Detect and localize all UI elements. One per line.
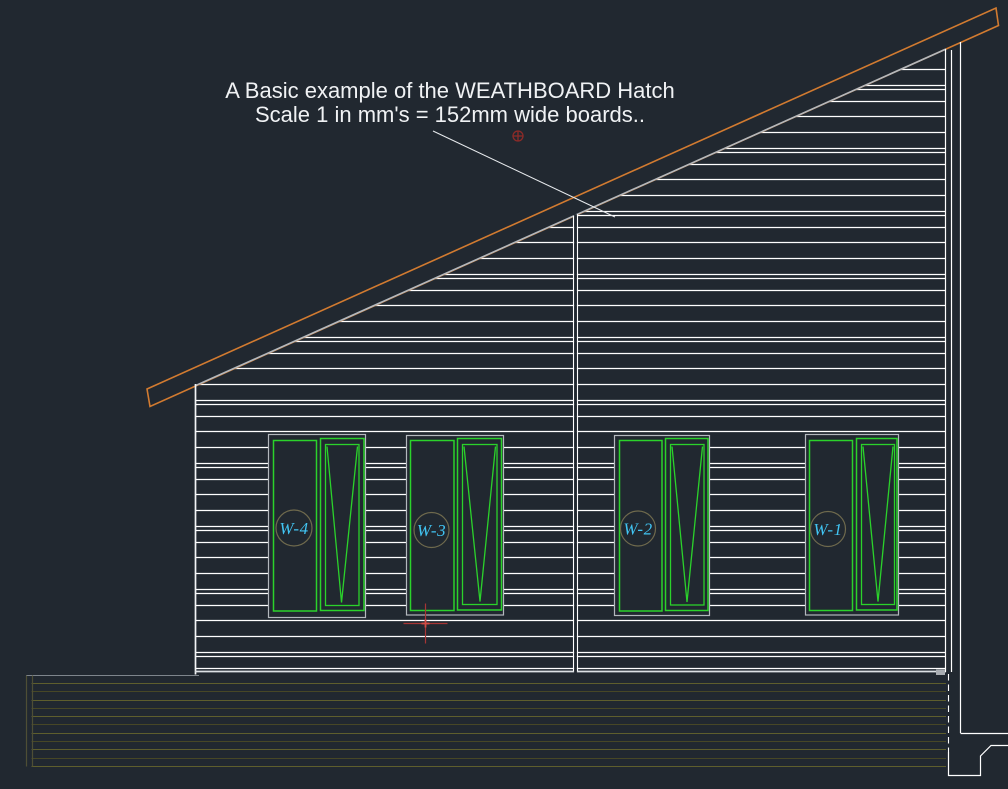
window-w-1[interactable]: W-1	[806, 435, 899, 616]
wall-divider-gap	[574, 214, 577, 673]
window-w-3[interactable]: W-3	[407, 436, 504, 616]
corner-board-cap	[936, 670, 945, 676]
point-marker[interactable]	[513, 131, 523, 141]
window-label: W-3	[417, 521, 446, 540]
window-label: W-1	[813, 520, 842, 539]
window-w-4[interactable]: W-4	[269, 435, 366, 618]
window-label: W-4	[279, 519, 308, 538]
title-line-2[interactable]: Scale 1 in mm's = 152mm wide boards..	[255, 102, 645, 127]
window-w-2[interactable]: W-2	[615, 436, 710, 616]
window-label: W-2	[623, 520, 652, 539]
title-line-1[interactable]: A Basic example of the WEATHBOARD Hatch	[225, 78, 675, 103]
